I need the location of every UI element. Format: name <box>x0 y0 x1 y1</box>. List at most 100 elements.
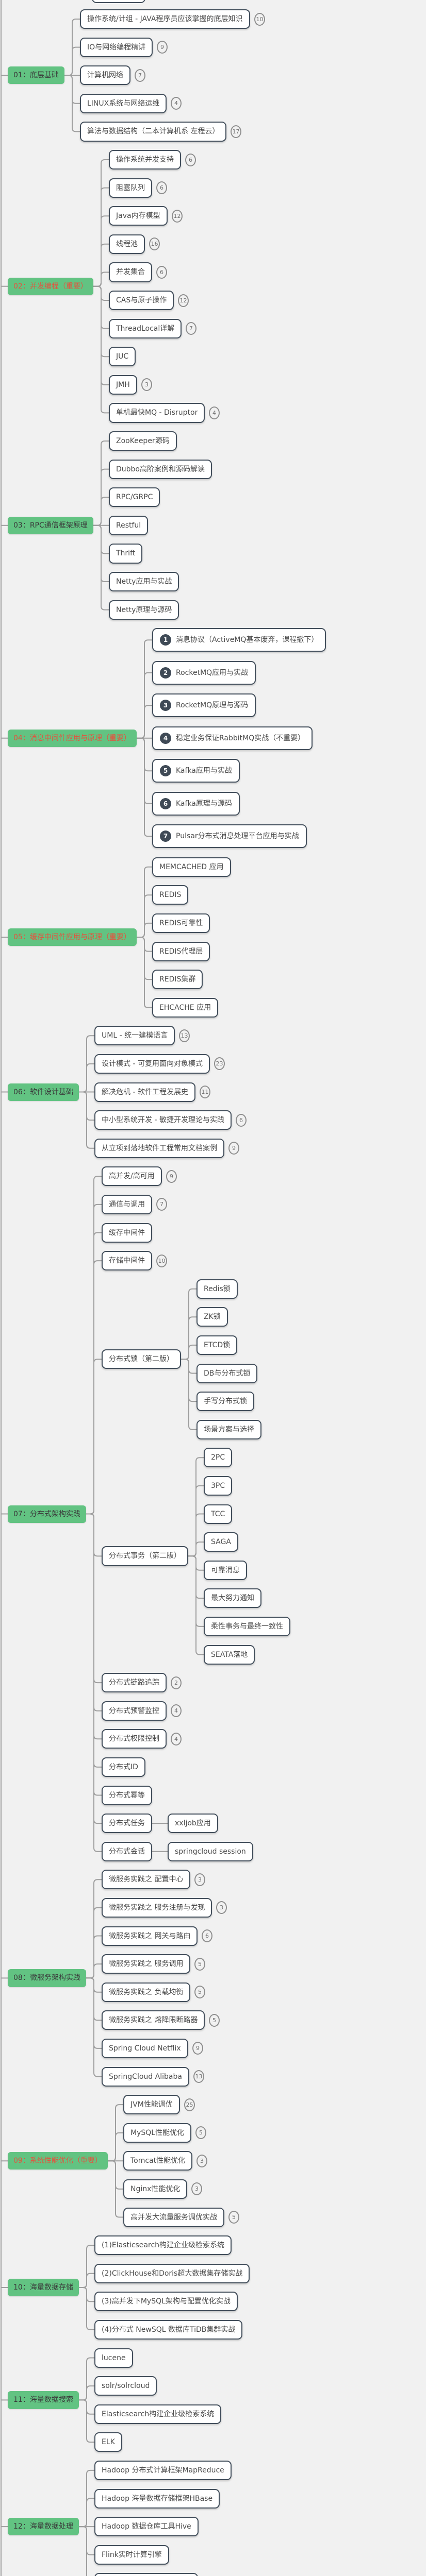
count-badge[interactable]: 9 <box>166 1170 177 1183</box>
topic-node[interactable]: (1)Elasticsearch构建企业级检索系统 <box>94 2235 232 2256</box>
count-badge[interactable]: 9 <box>192 2042 203 2055</box>
count-badge[interactable]: 6 <box>236 1113 247 1127</box>
count-badge[interactable]: 4 <box>171 1704 182 1718</box>
topic-node[interactable]: Flink城市交通实时监控平台 <box>94 2573 198 2576</box>
topic-node[interactable]: RPC/GRPC <box>109 487 160 507</box>
topic-node[interactable]: 算法与数据结构（二本计算机系 左程云） <box>80 122 227 142</box>
topic-node[interactable]: (4)分布式 NewSQL 数据库TiDB集群实战 <box>94 2319 243 2340</box>
topic-node[interactable]: 设计模式 - 可复用面向对象模式 <box>94 1054 210 1074</box>
count-badge[interactable]: 17 <box>231 125 241 138</box>
topic-node[interactable]: 微服务实践之 服务注册与发现 <box>102 1897 212 1918</box>
topic-node[interactable]: JVM性能调优 <box>123 2095 180 2115</box>
topic-node[interactable]: IO与网络编程精讲 <box>80 37 153 57</box>
topic-node[interactable]: REDIS可靠性 <box>152 913 210 934</box>
topic-node[interactable]: (2)ClickHouse和Doris超大数据集存储实战 <box>94 2263 250 2283</box>
topic-node[interactable]: 最大努力通知 <box>204 1588 261 1608</box>
topic-node[interactable]: MySQL性能优化 <box>123 2123 192 2143</box>
topic-node[interactable]: 操作系统并发支持 <box>109 150 181 170</box>
topic-node[interactable]: 存储中间件 <box>102 1251 152 1271</box>
topic-node[interactable]: ZK锁 <box>196 1307 228 1327</box>
topic-node[interactable]: ThreadLocal详解 <box>109 318 182 338</box>
topic-node[interactable]: 并发集合 <box>109 262 152 282</box>
branch-node[interactable]: 02：并发编程（重要） <box>8 277 93 295</box>
branch-node[interactable]: 06：软件设计基础 <box>8 1083 79 1101</box>
count-badge[interactable]: 7 <box>186 322 196 335</box>
count-badge[interactable]: 4 <box>171 97 182 110</box>
count-badge[interactable]: 13 <box>193 2070 204 2083</box>
topic-node[interactable]: JMH <box>109 375 137 395</box>
topic-node[interactable]: Hadoop 海量数据存储框架HBase <box>94 2488 220 2509</box>
topic-node[interactable]: 手写分布式锁 <box>196 1392 254 1412</box>
topic-node[interactable]: REDIS集群 <box>152 970 203 990</box>
topic-node[interactable]: 缓存中间件 <box>102 1223 152 1243</box>
count-badge[interactable]: 3 <box>191 2182 202 2196</box>
topic-node[interactable]: 线程池 <box>109 234 145 254</box>
branch-node[interactable]: 08：微服务架构实践 <box>8 1969 86 1987</box>
topic-node[interactable]: Netty原理与源码 <box>109 600 179 620</box>
topic-node[interactable]: 分布式ID <box>102 1757 145 1777</box>
topic-node[interactable]: SpringCloud Alibaba <box>102 2066 189 2087</box>
topic-node[interactable]: UML - 统一建模语言 <box>94 1026 175 1046</box>
topic-node[interactable]: CAS与原子操作 <box>109 291 174 311</box>
topic-node[interactable]: (3)高并发下MySQL架构与配置优化实战 <box>94 2292 238 2312</box>
topic-node[interactable]: Elasticsearch构建企业级检索系统 <box>94 2404 222 2424</box>
count-badge[interactable]: 5 <box>194 1986 205 1999</box>
count-badge[interactable]: 3 <box>141 378 152 392</box>
topic-node[interactable]: Restful <box>109 515 149 535</box>
count-badge[interactable]: 3 <box>216 1901 227 1914</box>
topic-node[interactable]: 分布式权限控制 <box>102 1729 167 1749</box>
topic-node[interactable]: springcloud session <box>168 1841 253 1861</box>
topic-node[interactable]: Tomcat性能优化 <box>123 2151 193 2171</box>
topic-node[interactable]: EHCACHE 应用 <box>152 997 219 1018</box>
topic-node[interactable]: JUC <box>109 347 136 367</box>
topic-node[interactable]: 分布式事务（第二版） <box>102 1546 188 1566</box>
count-badge[interactable]: 11 <box>200 1086 210 1098</box>
branch-node[interactable]: 04：消息中间件应用与原理（重要） <box>8 729 137 747</box>
topic-node[interactable]: TCC <box>204 1504 233 1524</box>
branch-node[interactable]: 07：分布式架构实践 <box>8 1505 86 1523</box>
branch-node[interactable]: 12：海量数据处理 <box>8 2518 79 2536</box>
topic-node[interactable]: ELK <box>94 2432 122 2452</box>
topic-node[interactable]: solr/solrcloud <box>94 2376 157 2396</box>
topic-node[interactable]: 通信与调用 <box>102 1194 152 1215</box>
topic-node[interactable]: Dubbo高阶案例和源码解读 <box>109 459 212 479</box>
topic-node[interactable]: 计算机网络 <box>80 65 130 86</box>
count-badge[interactable]: 2 <box>171 1676 182 1689</box>
topic-node[interactable]: REDIS代理层 <box>152 941 210 961</box>
topic-node[interactable]: 柔性事务与最终一致性 <box>204 1616 290 1637</box>
count-badge[interactable]: 5 <box>194 1957 205 1971</box>
topic-node[interactable]: 解决危机 - 软件工程发展史 <box>94 1082 195 1102</box>
count-badge[interactable]: 6 <box>156 181 167 195</box>
branch-node[interactable]: 11：海量数据搜索 <box>8 2391 79 2409</box>
topic-node[interactable]: REDIS <box>152 885 189 905</box>
topic-node[interactable]: ZooKeeper源码 <box>109 431 177 451</box>
count-badge[interactable]: 6 <box>202 1929 212 1942</box>
topic-node[interactable]: ETCD锁 <box>196 1335 238 1355</box>
topic-node[interactable]: 分布式会话 <box>102 1841 152 1861</box>
topic-node[interactable]: MEMCACHED 应用 <box>152 857 231 877</box>
topic-node[interactable]: 微服务实践之 服务调用 <box>102 1954 191 1974</box>
topic-node[interactable]: 从立项到落地软件工程常用文档案例 <box>94 1138 224 1158</box>
count-badge[interactable]: 6 <box>156 265 167 279</box>
topic-node[interactable]: DB与分布式锁 <box>196 1363 258 1383</box>
topic-node[interactable]: lucene <box>94 2348 133 2368</box>
topic-node[interactable]: 高并发大流量服务调优实战 <box>123 2207 224 2227</box>
topic-node[interactable]: Hadoop 分布式计算框架MapReduce <box>94 2460 232 2481</box>
topic-node[interactable]: 可靠消息 <box>204 1560 247 1580</box>
count-badge[interactable]: 5 <box>195 2126 206 2140</box>
topic-node[interactable]: 2PC <box>204 1448 233 1468</box>
count-badge[interactable]: 25 <box>184 2098 195 2111</box>
topic-node[interactable]: 微服务实践之 熔降限断路器 <box>102 2010 205 2030</box>
branch-node[interactable]: 10：海量数据存储 <box>8 2279 79 2297</box>
branch-node[interactable]: 05：缓存中间件应用与原理（重要） <box>8 928 137 946</box>
topic-node[interactable]: Hadoop 数据仓库工具Hive <box>94 2517 199 2537</box>
count-badge[interactable]: 10 <box>254 12 265 26</box>
count-badge[interactable]: 3 <box>194 1873 205 1886</box>
topic-node[interactable]: 分布式链路追踪 <box>102 1673 167 1693</box>
topic-node[interactable]: SAGA <box>204 1532 238 1552</box>
